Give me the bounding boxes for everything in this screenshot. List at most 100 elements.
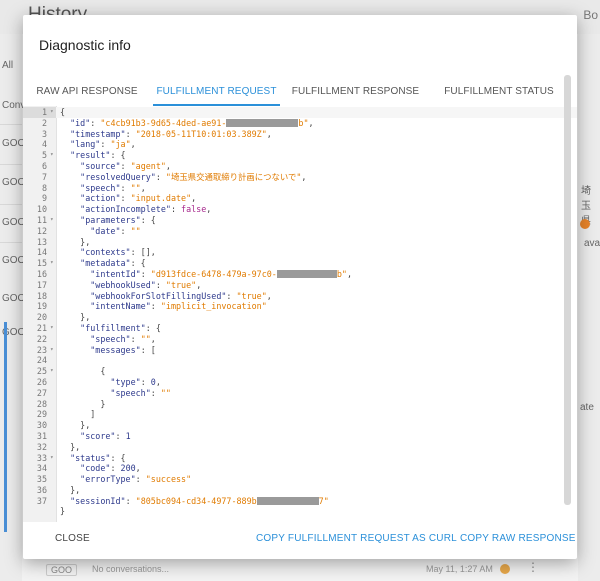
code-line: 14 "contexts": [],: [23, 247, 577, 258]
fold-arrow-icon[interactable]: ▾: [50, 367, 54, 375]
code-line: 34 "code": 200,: [23, 463, 577, 474]
code-line: 31 "score": 1: [23, 431, 577, 442]
json-value-id-suffix: b": [298, 117, 309, 128]
tab-fulfillment-request[interactable]: FULFILLMENT REQUEST: [156, 86, 277, 97]
line-number: 16: [36, 268, 47, 279]
line-number: 18: [36, 290, 47, 301]
json-value-error-type: "success": [145, 474, 192, 485]
fold-arrow-icon[interactable]: ▾: [50, 323, 54, 331]
line-number: 26: [36, 376, 47, 387]
code-line: 11▾ "parameters": {: [23, 215, 577, 226]
line-number: 30: [36, 420, 47, 431]
background-divider: [0, 164, 22, 165]
fold-arrow-icon[interactable]: ▾: [50, 215, 54, 223]
code-line: 27 "speech": "": [23, 388, 577, 399]
fold-arrow-icon[interactable]: ▾: [50, 108, 54, 115]
json-value-lang: "ja": [110, 139, 131, 150]
code-line: 29 ]: [23, 409, 577, 420]
json-value-intent-name: "implicit_invocation": [160, 301, 267, 312]
active-line-highlight: [23, 107, 577, 118]
background-divider: [0, 124, 22, 125]
line-number: 11: [36, 214, 47, 225]
code-line: 2 "id": "c4cb91b3-9d65-4ded-ae91-b",: [23, 118, 577, 129]
background-row-label: GOO: [2, 217, 26, 228]
line-number: 29: [36, 409, 47, 420]
line-number: 25: [36, 366, 47, 377]
background-status-dot: [580, 219, 590, 229]
json-value-action-incomplete: false: [181, 204, 207, 215]
code-line: 24: [23, 355, 577, 366]
tab-fulfillment-response[interactable]: FULFILLMENT RESPONSE: [291, 86, 420, 97]
background-row-label: GOO: [2, 327, 26, 338]
json-value-webhook-slot-filling: "true": [236, 290, 267, 301]
json-value-speech: "": [130, 182, 141, 193]
fold-arrow-icon[interactable]: ▾: [50, 453, 54, 461]
line-number: 6: [41, 160, 47, 171]
line-number: 27: [36, 387, 47, 398]
line-number: 35: [36, 474, 47, 485]
background-bottom-date: May 11, 1:27 AM: [426, 564, 493, 574]
code-line: 36 },: [23, 485, 577, 496]
line-number: 28: [36, 398, 47, 409]
tab-fulfillment-status[interactable]: FULFILLMENT STATUS: [444, 86, 554, 97]
json-value-resolved-query: "埼玉県交通取締り計画につないで": [165, 171, 302, 182]
background-row-label: Conv: [2, 100, 26, 111]
close-button[interactable]: CLOSE: [55, 533, 90, 544]
background-bottom-dot: [500, 564, 510, 574]
code-line: 21▾ "fulfillment": {: [23, 323, 577, 334]
code-line: 32 },: [23, 442, 577, 453]
code-line: 33▾ "status": {: [23, 453, 577, 464]
json-value-code: 200: [120, 463, 136, 474]
dialog-scrollbar[interactable]: [564, 75, 571, 505]
code-line: 30 },: [23, 420, 577, 431]
background-right-text: ava: [584, 238, 600, 249]
json-value-date: "": [130, 225, 141, 236]
line-number: 1: [41, 107, 47, 117]
background-divider: [0, 242, 22, 243]
json-value-action: "input.date": [130, 193, 192, 204]
json-value-intent-id-prefix: "d913fdce-6478-479a-97c0-: [150, 268, 277, 279]
json-value-id-prefix: "c4cb91b3-9d65-4ded-ae91-: [100, 117, 227, 128]
active-line-gutter: [23, 107, 56, 118]
background-divider: [0, 204, 22, 205]
line-number: 34: [36, 463, 47, 474]
line-number-gutter: [23, 106, 57, 522]
code-line: 5▾ "result": {: [23, 150, 577, 161]
code-line: 12 "date": "": [23, 226, 577, 237]
fold-arrow-icon[interactable]: ▾: [50, 345, 54, 353]
dialog-title: Diagnostic info: [39, 37, 131, 53]
line-number: 31: [36, 430, 47, 441]
background-blue-indicator: [4, 322, 7, 532]
background-right-panel: 埼玉県 ava ate: [578, 34, 600, 581]
line-number: 19: [36, 301, 47, 312]
json-code-editor[interactable]: 1▾{ 2 "id": "c4cb91b3-9d65-4ded-ae91-b",…: [23, 106, 577, 522]
line-number: 10: [36, 204, 47, 215]
code-line: 15▾ "metadata": {: [23, 258, 577, 269]
redacted-block: [256, 496, 319, 505]
redacted-block: [276, 269, 337, 278]
line-number: 3: [41, 128, 47, 139]
code-line: 35 "errorType": "success": [23, 474, 577, 485]
line-number: 23: [36, 344, 47, 355]
background-row-label: GOO: [2, 293, 26, 304]
code-lines: 1▾{ 2 "id": "c4cb91b3-9d65-4ded-ae91-b",…: [23, 107, 577, 517]
code-line: 4 "lang": "ja",: [23, 139, 577, 150]
json-value-fulfillment-speech: "": [140, 333, 151, 344]
code-line: 17 "webhookUsed": "true",: [23, 280, 577, 291]
code-line: 1▾{: [23, 107, 577, 118]
code-line: 23▾ "messages": [: [23, 345, 577, 356]
code-line: 26 "type": 0,: [23, 377, 577, 388]
fold-arrow-icon[interactable]: ▾: [50, 259, 54, 267]
fold-arrow-icon[interactable]: ▾: [50, 151, 54, 159]
line-number: 5: [41, 150, 47, 161]
line-number: 33: [36, 452, 47, 463]
copy-raw-response-button[interactable]: COPY RAW RESPONSE: [460, 533, 576, 544]
json-value-session-id-suffix: 7": [318, 495, 329, 506]
code-line: 19 "intentName": "implicit_invocation": [23, 301, 577, 312]
line-number: 8: [41, 182, 47, 193]
json-value-score: 1: [125, 430, 131, 441]
copy-fulfillment-request-curl-button[interactable]: COPY FULFILLMENT REQUEST AS CURL: [256, 533, 457, 544]
line-number: 24: [36, 355, 47, 366]
background-row-label: GOO: [2, 177, 26, 188]
tab-raw-api-response[interactable]: RAW API RESPONSE: [36, 86, 138, 97]
